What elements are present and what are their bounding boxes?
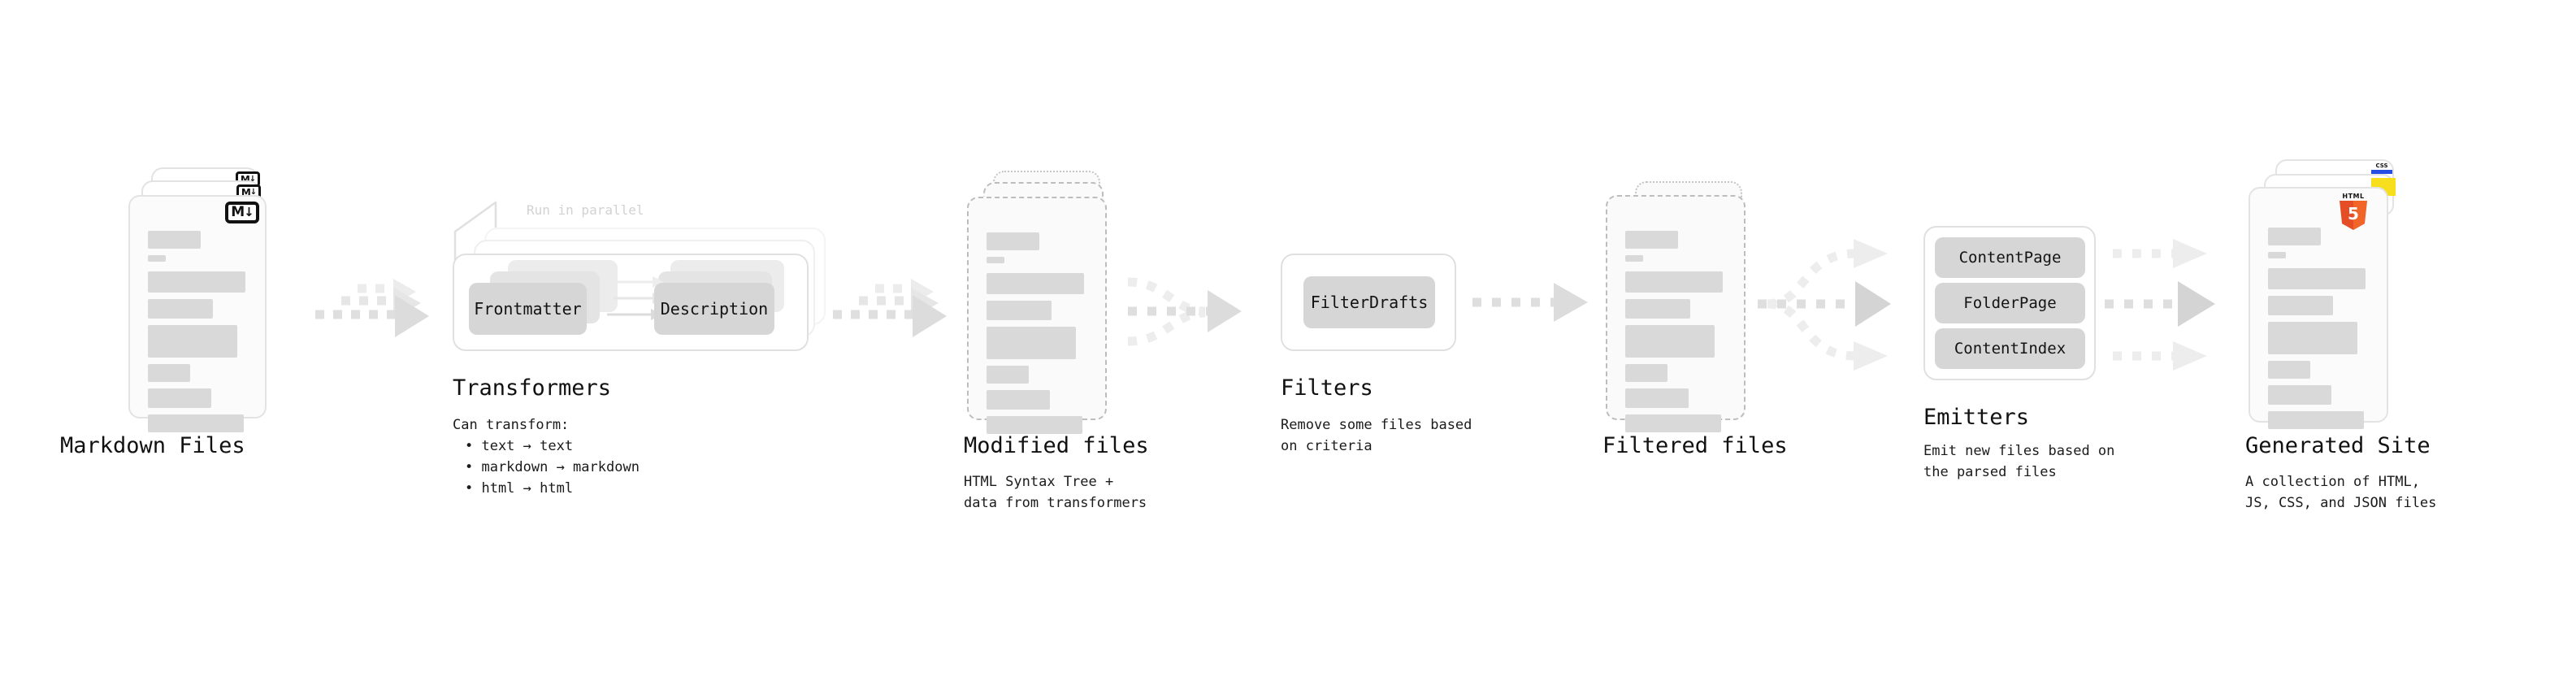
- skeleton-line: [1625, 414, 1721, 432]
- skeleton-line: [987, 327, 1076, 359]
- markdown-card-front: [128, 195, 267, 432]
- skeleton-line: [2268, 361, 2310, 379]
- generated-site-description-1: JS, CSS, and JSON files: [2245, 495, 2437, 511]
- transformers-bullet-2: • html → html: [465, 480, 574, 497]
- emitters-description-0: Emit new files based on: [1923, 443, 2115, 459]
- skeleton-line: [2268, 252, 2286, 258]
- transformers-bullet-0: • text → text: [465, 438, 574, 454]
- skeleton-line: [1625, 325, 1715, 358]
- filters-description-1: on criteria: [1281, 438, 1373, 454]
- stage-title-generated-site: Generated Site: [2245, 433, 2431, 458]
- skeleton-line: [148, 388, 211, 408]
- skeleton-line: [148, 299, 213, 319]
- skeleton-line: [2268, 268, 2366, 289]
- arrow-filtered-to-emitters: [1758, 236, 1930, 382]
- skeleton-line: [2268, 228, 2321, 245]
- stage-title-filters: Filters: [1281, 375, 1373, 401]
- run-in-parallel-note: Run in parallel: [527, 202, 644, 218]
- html5-logo-text: HTML: [2342, 193, 2365, 200]
- skeleton-line: [1625, 271, 1723, 293]
- modified-files-description-1: data from transformers: [964, 495, 1147, 511]
- css-logo-bar: [2371, 170, 2392, 174]
- arrow-markdown-to-transformers: [307, 279, 437, 341]
- skeleton-line: [148, 325, 237, 358]
- skeleton-line: [987, 273, 1084, 294]
- arrow-filters-to-filtered: [1472, 283, 1594, 332]
- stage-title-filtered-files: Filtered files: [1602, 433, 1788, 458]
- skeleton-line: [987, 366, 1029, 384]
- skeleton-line: [987, 301, 1052, 320]
- emitter-chip-folderpage[interactable]: FolderPage: [1935, 283, 2085, 323]
- skeleton-line: [2268, 411, 2364, 429]
- transformer-chip-frontmatter[interactable]: Frontmatter: [469, 283, 587, 335]
- transformers-description-heading: Can transform:: [453, 417, 570, 433]
- skeleton-line: [1625, 299, 1690, 319]
- arrow-modified-to-filters: [1127, 272, 1274, 362]
- filters-description-0: Remove some files based: [1281, 417, 1472, 433]
- transformer-chip-description[interactable]: Description: [654, 283, 774, 335]
- arrow-emitters-to-site: [2105, 236, 2251, 382]
- skeleton-line: [2268, 296, 2333, 315]
- filtered-card-front: [1606, 195, 1746, 432]
- skeleton-line: [148, 231, 201, 249]
- skeleton-line: [1625, 255, 1643, 262]
- skeleton-line: [148, 364, 190, 382]
- skeleton-line: [987, 257, 1004, 263]
- emitter-chip-contentpage[interactable]: ContentPage: [1935, 237, 2085, 278]
- skeleton-line: [148, 255, 166, 262]
- html5-logo: HTML 5: [2338, 193, 2369, 230]
- generated-card-front: [2249, 187, 2388, 429]
- css-logo: CSS: [2371, 163, 2392, 174]
- skeleton-line: [1625, 364, 1667, 382]
- modified-files-description-0: HTML Syntax Tree +: [964, 474, 1114, 490]
- emitter-chip-contentindex[interactable]: ContentIndex: [1935, 328, 2085, 369]
- html5-logo-digit: 5: [2348, 203, 2359, 223]
- skeleton-line: [148, 271, 245, 293]
- filter-chip-filterdrafts[interactable]: FilterDrafts: [1303, 276, 1435, 328]
- skeleton-line: [2268, 322, 2357, 354]
- skeleton-line: [148, 414, 244, 432]
- html5-logo-shield: 5: [2340, 201, 2367, 230]
- skeleton-line: [2268, 385, 2331, 405]
- stage-title-markdown-files: Markdown Files: [60, 433, 245, 458]
- emitters-description-1: the parsed files: [1923, 464, 2057, 480]
- modified-card-front: [967, 197, 1107, 434]
- arrow-transformers-to-modified: [825, 279, 955, 341]
- stage-title-transformers: Transformers: [453, 375, 612, 401]
- skeleton-line: [1625, 388, 1689, 408]
- skeleton-line: [1625, 231, 1678, 249]
- generated-site-description-0: A collection of HTML,: [2245, 474, 2420, 490]
- css-logo-text: CSS: [2375, 163, 2388, 169]
- stage-title-emitters: Emitters: [1923, 405, 2030, 430]
- transformers-bullet-1: • markdown → markdown: [465, 459, 640, 475]
- skeleton-line: [987, 390, 1050, 410]
- markdown-logo-front: M↓: [225, 202, 259, 223]
- stage-title-modified-files: Modified files: [964, 433, 1149, 458]
- skeleton-line: [987, 232, 1039, 250]
- skeleton-line: [987, 416, 1082, 434]
